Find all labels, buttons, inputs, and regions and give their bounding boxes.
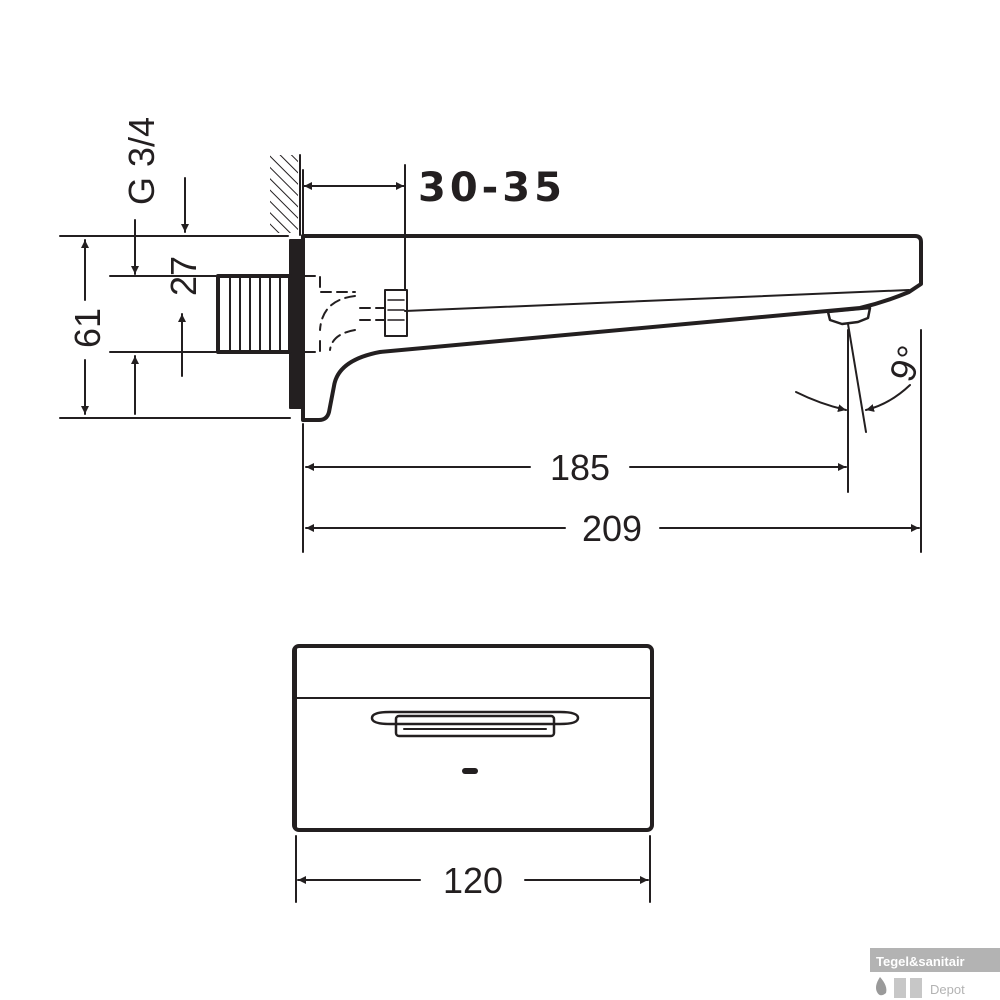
- aerator: [826, 306, 872, 326]
- front-body: [292, 644, 654, 832]
- outlet-insert: [394, 714, 556, 738]
- front-view: [292, 644, 654, 903]
- thread-connector: [216, 274, 292, 354]
- label-height-inlet: 27: [163, 256, 204, 296]
- svg-text:Depot: Depot: [930, 982, 965, 997]
- dimension-lines: [81, 177, 920, 532]
- spout-body: [301, 234, 923, 422]
- label-wall-range: 30-35: [418, 165, 566, 211]
- label-height-total: 61: [67, 308, 108, 348]
- label-reach-outlet: 185: [550, 447, 610, 488]
- label-angle: 9°: [881, 340, 931, 386]
- label-reach-total: 209: [582, 508, 642, 549]
- extension-lines: [59, 164, 922, 553]
- width-dimension-lines: [295, 835, 651, 903]
- drop-icon: [876, 977, 887, 996]
- label-width: 120: [443, 860, 503, 901]
- lever-marker: [462, 768, 478, 774]
- watermark-logo: Tegel&sanitair Depot: [870, 948, 1000, 998]
- hidden-lines: [304, 275, 386, 353]
- side-view: [59, 154, 923, 553]
- label-thread: G 3/4: [121, 117, 162, 205]
- wall-hatch: [270, 154, 301, 236]
- inner-fitting: [384, 289, 408, 337]
- svg-text:Tegel&sanitair: Tegel&sanitair: [876, 954, 965, 969]
- outlet-slot: [370, 710, 580, 726]
- spout-inner-line: [404, 289, 910, 312]
